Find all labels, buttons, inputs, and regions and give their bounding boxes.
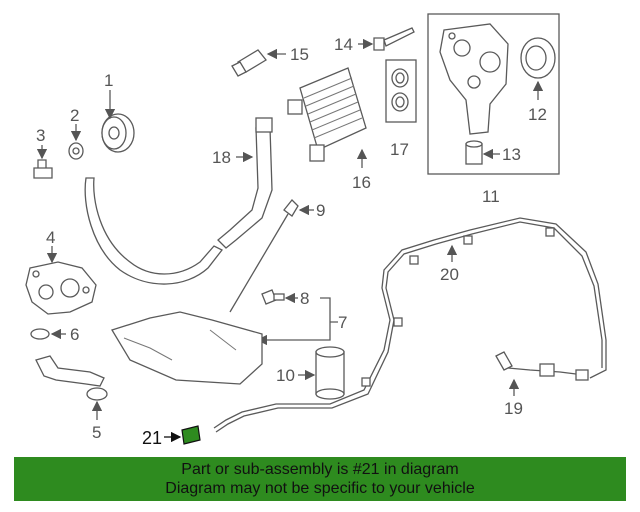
- banner-line-part: Part or sub-assembly is #21 in diagram: [181, 461, 459, 478]
- callout-7: 7: [338, 313, 347, 332]
- part-8-drain-bolt: [261, 289, 298, 305]
- callout-6: 6: [70, 325, 79, 344]
- part-info-banner: Part or sub-assembly is #21 in diagram D…: [14, 457, 626, 501]
- part-17-seals: [385, 59, 417, 123]
- callout-20: 20: [440, 265, 459, 284]
- part-4-oil-pump: [25, 246, 97, 315]
- callout-21[interactable]: 21: [142, 428, 162, 448]
- part-7-bracket: [266, 297, 338, 341]
- callout-2: 2: [70, 106, 79, 125]
- part-10-oil-filter: [298, 346, 345, 400]
- callout-18: 18: [212, 148, 231, 167]
- callout-10: 10: [276, 366, 295, 385]
- callout-5: 5: [92, 423, 101, 442]
- callout-17: 17: [390, 140, 409, 159]
- part-9-dipstick: [229, 199, 314, 313]
- callout-8: 8: [300, 289, 309, 308]
- part-19-sensor: [495, 351, 577, 396]
- part-14-bolt: [358, 27, 415, 51]
- part-15-sensor: [231, 48, 286, 77]
- callout-3: 3: [36, 126, 45, 145]
- callout-14: 14: [334, 35, 353, 54]
- callout-1: 1: [104, 71, 113, 90]
- part-11-group-box: [427, 13, 560, 175]
- part-12-cap: [520, 37, 556, 100]
- part-6-o-ring: [30, 328, 66, 340]
- part-16-oil-cooler: [287, 67, 368, 168]
- callout-15: 15: [290, 45, 309, 64]
- part-3-bolt: [33, 145, 53, 179]
- part-5-pickup-tube: [35, 355, 108, 420]
- callout-19: 19: [504, 399, 523, 418]
- banner-line-disclaimer: Diagram may not be specific to your vehi…: [165, 480, 475, 497]
- part-1-pulley: [101, 90, 135, 153]
- part-13-fitting: [465, 140, 500, 165]
- callout-13: 13: [502, 145, 521, 164]
- callout-12: 12: [528, 105, 547, 124]
- part-11-filter-housing: [439, 23, 509, 135]
- part-18-hose: [217, 117, 273, 249]
- coolant-hose-left: [84, 177, 223, 285]
- callout-16: 16: [352, 173, 371, 192]
- callout-4: 4: [46, 228, 55, 247]
- oil-pan: [111, 311, 263, 385]
- part-21-highlighted[interactable]: [164, 425, 201, 445]
- callout-11: 11: [482, 187, 500, 206]
- callout-9: 9: [316, 201, 325, 220]
- part-2-washer: [68, 124, 84, 160]
- part-20-wiring-harness: [213, 217, 607, 433]
